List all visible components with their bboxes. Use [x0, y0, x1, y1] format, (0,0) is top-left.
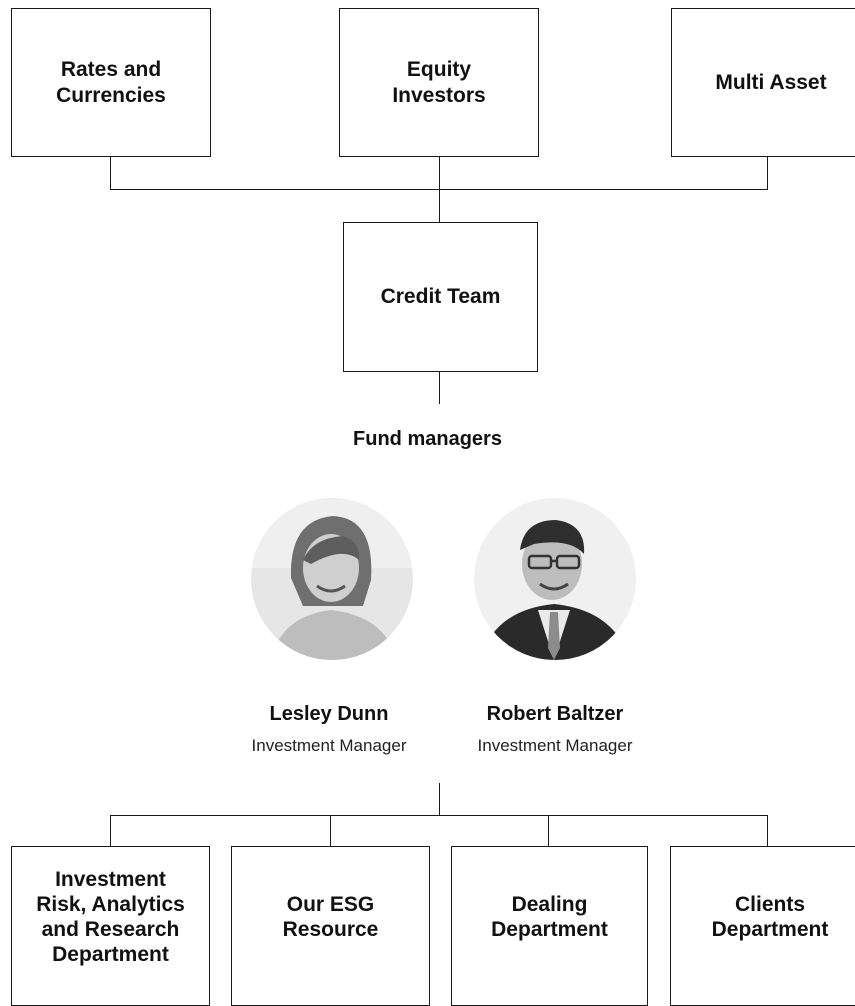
manager-role: Investment Manager — [477, 736, 633, 755]
org-box-multi-asset: Multi Asset — [671, 8, 855, 157]
box-label-line: Investors — [392, 83, 486, 107]
box-label-line: Currencies — [56, 83, 166, 107]
fund-managers-title: Fund managers — [353, 428, 502, 450]
box-label-line: Multi Asset — [715, 70, 827, 94]
box-label-line: Department — [52, 943, 169, 967]
connector-line — [110, 157, 111, 190]
portrait-image — [251, 498, 413, 660]
org-box-rates-currencies: Rates and Currencies — [11, 8, 211, 157]
connector-line — [439, 372, 440, 404]
box-label-line: Department — [711, 918, 829, 941]
connector-line — [110, 189, 768, 190]
box-label-line: Dealing — [511, 892, 588, 916]
box-label-line: and Research — [41, 918, 180, 941]
manager-role: Investment Manager — [251, 736, 407, 755]
portrait-image — [474, 498, 636, 660]
box-label-line: Resource — [282, 918, 379, 941]
photo-lesley-dunn — [251, 498, 413, 660]
connector-line — [439, 157, 440, 223]
connector-line — [330, 815, 331, 847]
box-label-line: Department — [491, 918, 608, 941]
box-label-line: Our ESG — [286, 892, 375, 916]
org-box-equity-investors: Equity Investors — [339, 8, 539, 157]
box-label-line: Equity — [406, 58, 472, 82]
connector-line — [767, 815, 768, 847]
connector-line — [548, 815, 549, 847]
org-box-dealing-department: Dealing Department — [451, 846, 648, 1006]
connector-line — [767, 157, 768, 190]
box-label-line: Clients — [734, 892, 805, 916]
manager-name: Robert Baltzer — [486, 703, 624, 725]
photo-robert-baltzer — [474, 498, 636, 660]
org-box-esg-resource: Our ESG Resource — [231, 846, 430, 1006]
org-box-credit-team: Credit Team — [343, 222, 538, 372]
connector-line — [110, 815, 111, 847]
box-label-line: Investment — [55, 867, 166, 891]
box-label: Credit Team — [380, 285, 501, 309]
org-box-clients-department: Clients Department — [670, 846, 855, 1006]
box-label-line: Rates and — [60, 58, 162, 82]
manager-name: Lesley Dunn — [269, 703, 389, 725]
connector-line — [110, 815, 768, 816]
box-label-line: Risk, Analytics — [36, 892, 185, 916]
connector-line — [439, 783, 440, 816]
org-box-investment-risk: Investment Risk, Analytics and Research … — [11, 846, 210, 1006]
